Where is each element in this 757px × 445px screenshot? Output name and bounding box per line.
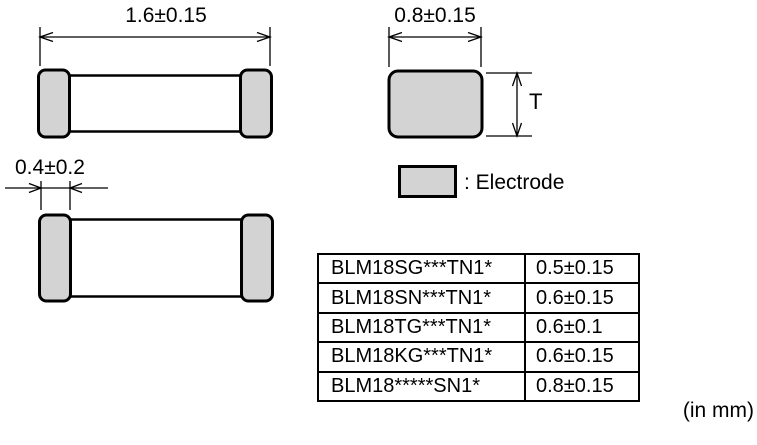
part-number-cell: BLM18SN***TN1* (317, 282, 526, 314)
arrowhead-left (38, 31, 54, 43)
part-number-cell: BLM18*****SN1* (317, 370, 526, 403)
thickness-dimension-label: T (529, 89, 543, 114)
table-row: BLM18KG***TN1* 0.6±0.15 (317, 341, 640, 373)
arrowhead-right (467, 31, 483, 43)
table-row: BLM18SG***TN1* 0.5±0.15 (317, 252, 640, 285)
chip-top-view (37, 68, 273, 139)
electrode-width-dimension-label: 0.4±0.2 (15, 156, 85, 179)
arrowhead-left-pointing (68, 182, 83, 194)
part-number-cell: BLM18KG***TN1* (317, 341, 526, 373)
arrowhead-down (511, 122, 523, 138)
width-dimension (387, 27, 483, 67)
chip-bottom-view (38, 213, 274, 303)
part-number-cell: BLM18TG***TN1* (317, 311, 526, 344)
chip-end-view (387, 69, 484, 139)
arrowhead-up (511, 71, 523, 87)
thickness-cell: 0.6±0.15 (524, 341, 640, 373)
legend-electrode-label: : Electrode (464, 171, 565, 194)
thickness-cell: 0.6±0.1 (524, 311, 640, 344)
table-row: BLM18SN***TN1* 0.6±0.15 (317, 282, 640, 314)
length-dimension-label: 1.6±0.15 (125, 4, 207, 27)
electrode-width-dimension (5, 181, 108, 210)
chip-top-electrode-left (37, 68, 71, 139)
table-row: BLM18TG***TN1* 0.6±0.1 (317, 311, 640, 344)
thickness-cell: 0.8±0.15 (524, 370, 640, 403)
thickness-cell: 0.5±0.15 (524, 252, 640, 285)
table-row: BLM18*****SN1* 0.8±0.15 (317, 370, 640, 403)
chip-top-electrode-right (239, 68, 273, 139)
thickness-dimension (486, 71, 532, 138)
arrowhead-right-pointing (28, 182, 43, 194)
legend-electrode-swatch (398, 165, 457, 198)
length-dimension (38, 27, 272, 66)
width-dimension-label: 0.8±0.15 (394, 4, 476, 27)
chip-bottom-electrode-left (38, 213, 72, 303)
thickness-cell: 0.6±0.15 (524, 282, 640, 314)
arrowhead-right (256, 31, 272, 43)
arrowhead-left (387, 31, 403, 43)
part-number-cell: BLM18SG***TN1* (317, 252, 526, 285)
units-note: (in mm) (682, 399, 754, 422)
thickness-table: BLM18SG***TN1* 0.5±0.15 BLM18SN***TN1* 0… (317, 252, 640, 403)
chip-bottom-electrode-right (240, 213, 274, 303)
chip-end-body (387, 69, 484, 139)
chip-top-body (38, 74, 272, 133)
chip-bottom-body (39, 218, 273, 298)
